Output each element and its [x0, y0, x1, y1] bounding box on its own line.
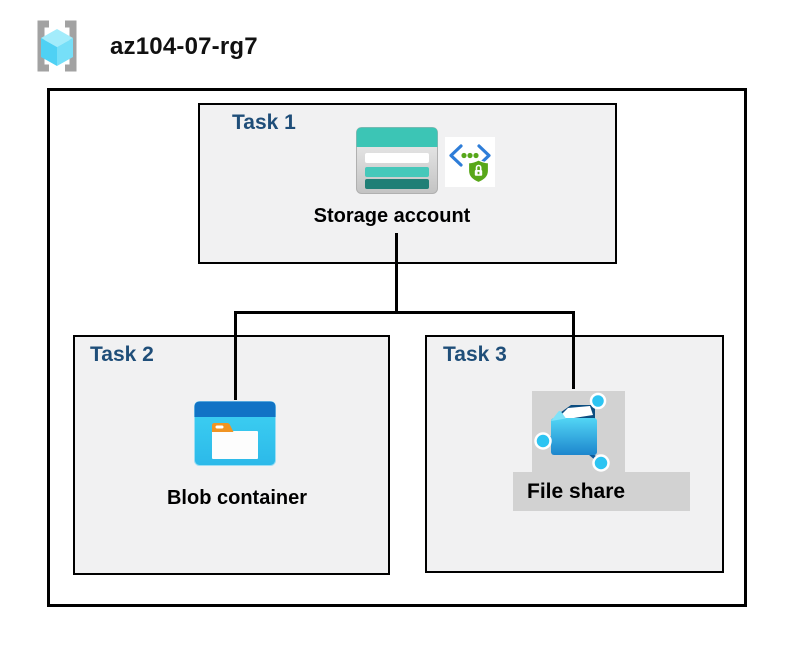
resource-group-title: az104-07-rg7: [110, 33, 258, 60]
file-share-icon: [534, 392, 610, 472]
file-share-label-highlight: File share: [513, 472, 690, 511]
connector-horizontal: [234, 311, 575, 314]
storage-account-label: Storage account: [313, 205, 471, 227]
blob-container-icon: [194, 401, 276, 466]
file-share-icon-highlight: [532, 391, 625, 472]
task2-box: Task 2 Blob container: [73, 335, 390, 575]
blob-container-label: Blob container: [166, 487, 307, 509]
task3-label: Task 3: [443, 343, 507, 366]
secure-access-shield-icon: [445, 137, 495, 187]
task1-label: Task 1: [232, 111, 296, 134]
storage-account-icon: [356, 127, 438, 194]
connector-to-fileshare: [572, 311, 575, 389]
resource-group-icon: [37, 20, 77, 72]
task2-label: Task 2: [90, 343, 154, 366]
connector-storage-down: [395, 233, 398, 313]
connector-to-blob: [234, 311, 237, 400]
task1-box: Task 1 Storage account: [198, 103, 617, 264]
file-share-label: File share: [527, 480, 626, 503]
